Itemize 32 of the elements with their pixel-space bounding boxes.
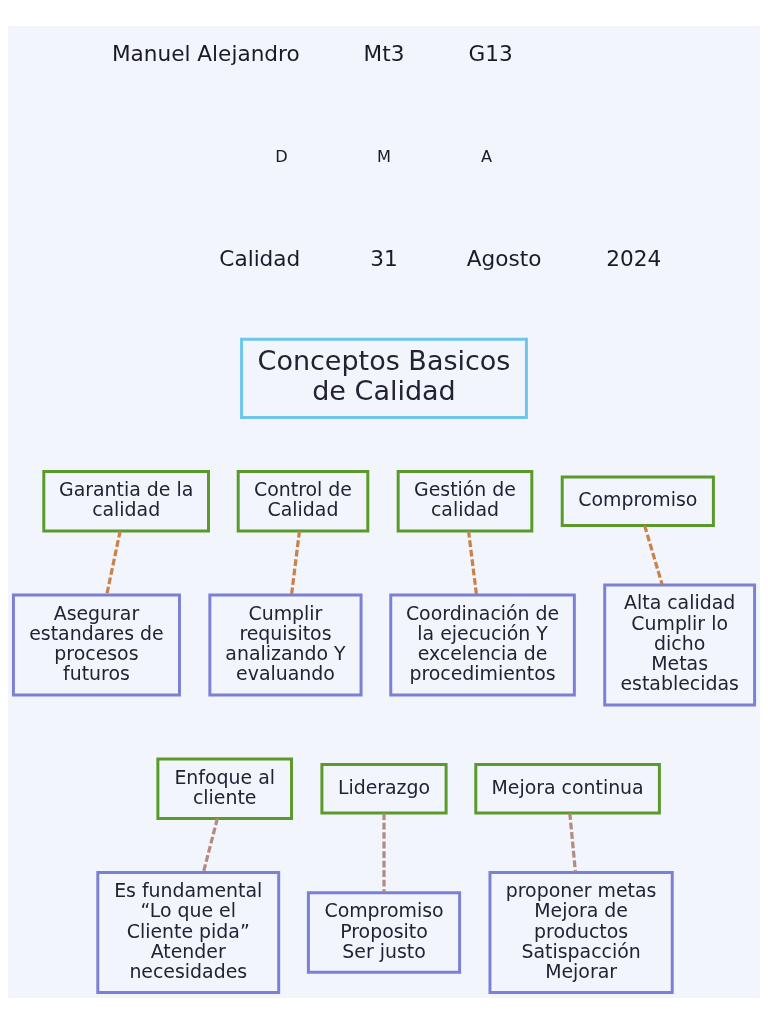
label: 31 xyxy=(370,246,398,272)
node-box: Compromiso Proposito Ser justo xyxy=(306,891,462,974)
node-box: Liderazgo xyxy=(320,762,448,815)
connector xyxy=(568,813,578,873)
node-box: Gestión de calidad xyxy=(396,470,534,533)
label: Manuel Alejandro xyxy=(111,40,300,66)
connector xyxy=(382,813,386,893)
label: G13 xyxy=(468,40,513,66)
connector xyxy=(643,525,664,585)
connector xyxy=(105,530,122,595)
label: 2024 xyxy=(606,246,662,272)
label: Agosto xyxy=(466,246,542,272)
connector xyxy=(289,530,302,595)
node-box: Cumplir requisitos analizando Y evaluando xyxy=(208,593,363,697)
label: M xyxy=(377,147,391,167)
label: D xyxy=(275,147,288,167)
label: A xyxy=(481,147,493,167)
node-box: Es fundamental “Lo que el Cliente pida” Atender necesidades xyxy=(96,870,281,995)
connector xyxy=(466,530,479,595)
label: Mt3 xyxy=(363,40,405,66)
node-box: Enfoque al cliente xyxy=(156,757,293,820)
node-box: Asegurar estandares de procesos futuros xyxy=(11,593,181,697)
node-box: Compromiso xyxy=(560,475,715,527)
node-box: Conceptos Basicos de Calidad xyxy=(240,337,528,419)
label: Calidad xyxy=(219,246,301,272)
node-box: proponer metas Mejora de productos Satispacción Mejorar xyxy=(488,870,674,995)
node-box: Coordinación de la ejecución Y excelencia de procedimientos xyxy=(389,593,576,697)
node-box: Alta calidad Cumplir lo dicho Metas establecidas xyxy=(603,583,757,707)
node-box: Mejora continua xyxy=(474,762,661,815)
node-box: Garantia de la calidad xyxy=(42,470,210,533)
connector xyxy=(201,818,219,873)
node-box: Control de Calidad xyxy=(236,470,370,533)
